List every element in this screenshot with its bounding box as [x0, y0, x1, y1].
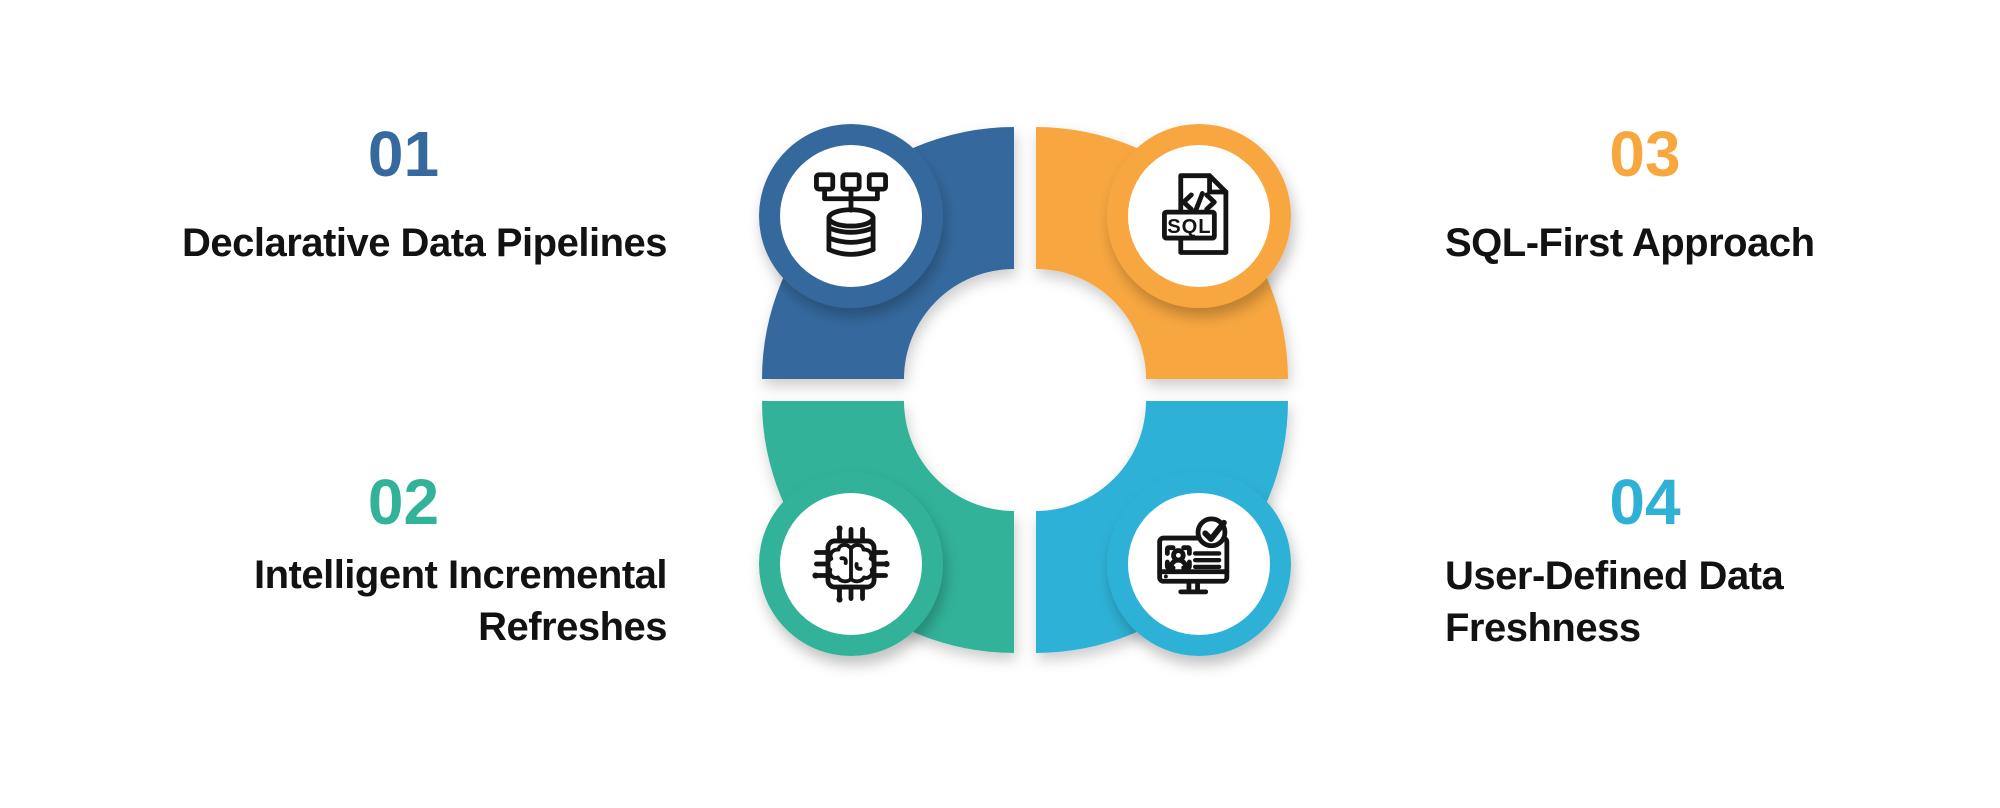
item-03-label: SQL-First Approach	[1445, 221, 1815, 265]
badge-01	[759, 124, 943, 308]
item-04-label: User-Defined Data Freshness	[1445, 554, 1784, 650]
data-pipeline-icon	[814, 172, 888, 257]
monitor-user-check-icon	[1157, 516, 1230, 595]
sql-label-text: SQL	[1167, 216, 1211, 238]
item-02-label: Intelligent Incremental Refreshes	[253, 553, 668, 649]
badge-04	[1107, 472, 1291, 656]
item-01-number: 01	[367, 118, 440, 190]
item-04-number: 04	[1609, 466, 1681, 538]
sql-file-icon: SQL	[1162, 173, 1229, 255]
quadrant-01-top-left	[759, 124, 1014, 379]
quadrant-02-bottom-left	[759, 401, 1014, 656]
item-02-number: 02	[367, 466, 440, 538]
quadrant-04-bottom-right	[1036, 401, 1291, 656]
ai-chip-brain-icon	[812, 525, 890, 603]
item-01-label: Declarative Data Pipelines	[181, 221, 668, 265]
quadrant-03-top-right: SQL	[1036, 124, 1291, 379]
item-03-number: 03	[1609, 118, 1681, 190]
